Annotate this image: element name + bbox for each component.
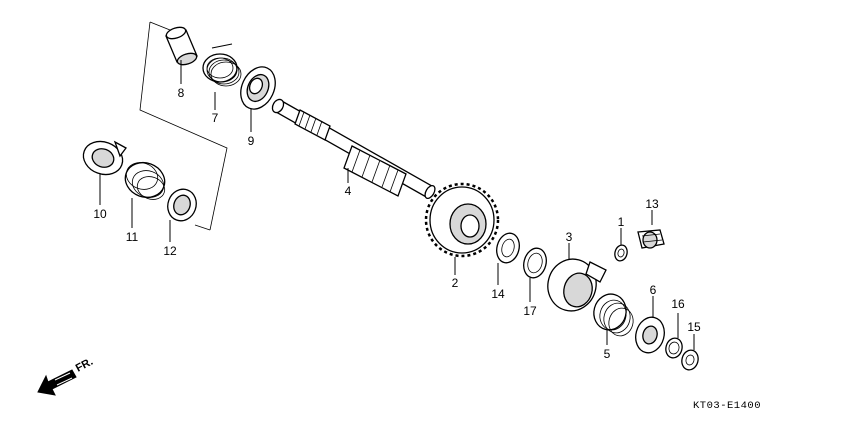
callout-1: 1	[618, 215, 625, 229]
callout-17: 17	[523, 304, 537, 318]
part-12-bushing[interactable]	[163, 185, 200, 225]
part-2-gear[interactable]	[424, 182, 500, 258]
callout-4: 4	[345, 184, 352, 198]
callout-15: 15	[687, 320, 701, 334]
callout-12: 12	[163, 244, 177, 258]
callout-2: 2	[452, 276, 459, 290]
callout-13: 13	[645, 197, 659, 211]
callout-3: 3	[566, 230, 573, 244]
direction-label: FR.	[74, 356, 95, 375]
callout-14: 14	[491, 287, 505, 301]
part-5-spring[interactable]	[590, 290, 636, 338]
part-15-washer[interactable]	[680, 348, 701, 371]
diagram-code: KT03-E1400	[693, 400, 761, 412]
group-bracket	[139, 21, 228, 231]
part-7-spring[interactable]	[202, 43, 242, 87]
callout-10: 10	[93, 207, 107, 221]
callout-7: 7	[212, 111, 219, 125]
part-11-spring[interactable]	[120, 157, 169, 203]
part-6-washer[interactable]	[632, 314, 668, 356]
part-1-washer[interactable]	[613, 244, 629, 263]
part-13-bolt[interactable]	[637, 229, 665, 249]
part-3-ratchet[interactable]	[542, 254, 607, 317]
part-14-washer[interactable]	[493, 231, 522, 266]
part-4-shaft[interactable]	[270, 97, 437, 200]
front-arrow-icon	[37, 369, 77, 396]
callout-16: 16	[671, 297, 685, 311]
callout-6: 6	[650, 283, 657, 297]
callout-11: 11	[126, 230, 139, 244]
callout-5: 5	[604, 347, 611, 361]
leader-lines	[99, 60, 695, 350]
part-9-washer[interactable]	[234, 61, 282, 114]
part-10-cap[interactable]	[79, 136, 128, 180]
callout-8: 8	[178, 86, 185, 100]
part-17-clip[interactable]	[520, 246, 549, 281]
part-8-collar[interactable]	[165, 25, 198, 67]
callout-9: 9	[248, 134, 255, 148]
part-16-clip[interactable]	[664, 336, 685, 359]
